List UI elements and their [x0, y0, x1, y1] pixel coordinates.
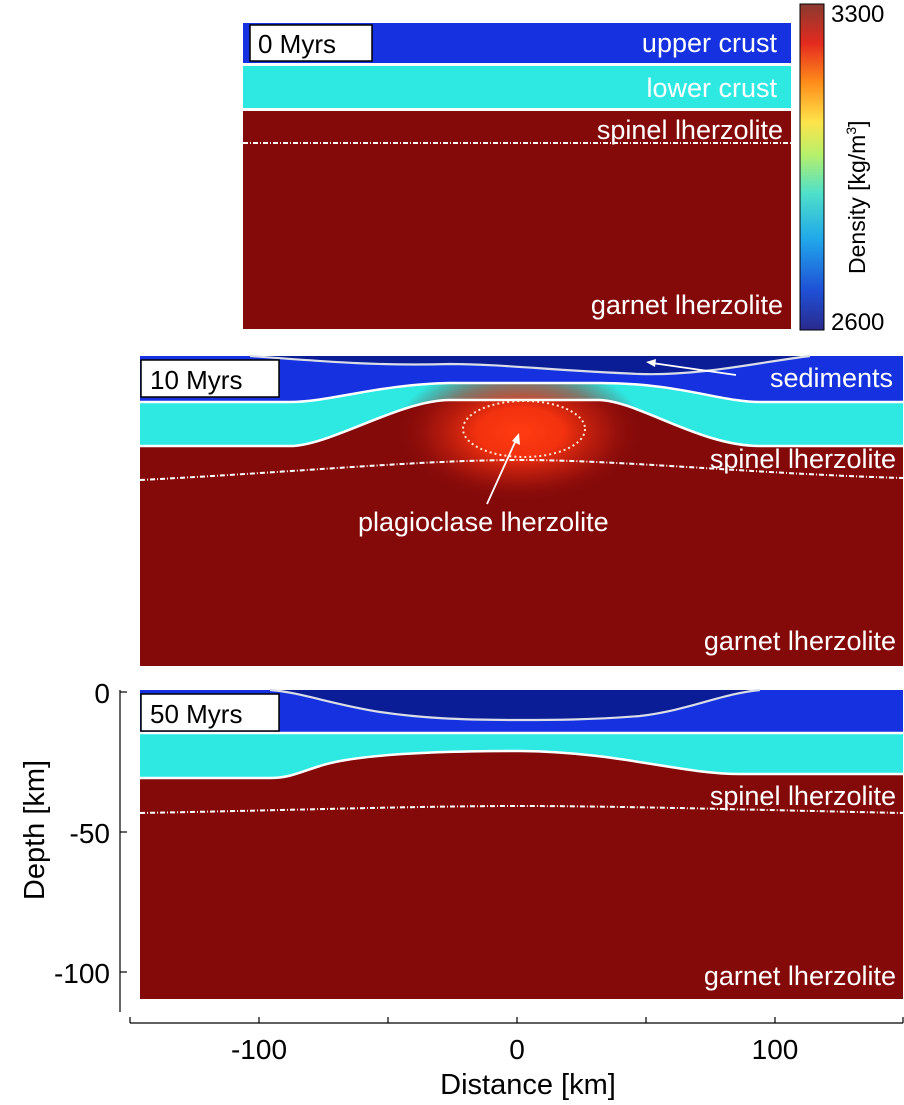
colorbar-min-label: 2600 — [831, 309, 884, 336]
garnet-lherzolite-label: garnet lherzolite — [704, 961, 896, 991]
plagioclase-arrowhead — [512, 433, 520, 445]
y-axis-title: Depth [km] — [19, 760, 51, 900]
x-axis: -100 0 100 Distance [km] — [129, 1017, 904, 1101]
panel-50-myrs: 50 Myrs spinel lherzolite garnet lherzol… — [139, 688, 904, 999]
time-label: 50 Myrs — [150, 699, 242, 729]
spinel-lherzolite-label: spinel lherzolite — [710, 444, 896, 474]
y-axis: 0 -50 -100 Depth [km] — [19, 678, 127, 1012]
y-tick-label: -100 — [54, 958, 110, 989]
y-tick-label: 0 — [94, 678, 110, 709]
boundary-line — [140, 749, 903, 780]
colorbar: 3300 2600 Density [kg/m3] — [799, 1, 884, 336]
y-tick-label: -50 — [70, 818, 110, 849]
x-axis-title: Distance [km] — [440, 1069, 616, 1101]
sediments-label: sediments — [770, 363, 893, 393]
time-label-box — [249, 24, 373, 62]
time-label: 0 Myrs — [258, 29, 336, 59]
spinel-lherzolite-label: spinel lherzolite — [710, 781, 896, 811]
time-label-box — [140, 359, 280, 398]
plagioclase-lherzolite-label: plagioclase lherzolite — [358, 507, 609, 537]
spinel-garnet-transition-line — [139, 458, 904, 481]
spinel-lherzolite-label: spinel lherzolite — [597, 115, 783, 145]
plagioclase-arrow — [486, 439, 517, 505]
x-tick-label: -100 — [231, 1034, 287, 1065]
panel-0-myrs: 0 Myrs upper crust lower crust spinel lh… — [243, 23, 791, 329]
lower-crust-label: lower crust — [646, 73, 777, 103]
time-label-box — [140, 693, 280, 732]
panel-10-myrs: 10 Myrs sediments spinel lherzolite plag… — [139, 354, 904, 666]
plagioclase-boundary — [462, 400, 586, 458]
plagioclase-glow — [395, 362, 645, 502]
mantle-layer — [243, 111, 791, 329]
colorbar-gradient — [799, 3, 825, 331]
sediments-arrowhead — [646, 359, 656, 367]
sediments-layer — [250, 356, 810, 375]
garnet-lherzolite-label: garnet lherzolite — [591, 290, 783, 320]
lower-crust-layer — [243, 66, 791, 108]
colorbar-max-label: 3300 — [831, 1, 884, 28]
boundary-line — [140, 398, 903, 448]
sediment-boundary-line — [269, 688, 761, 722]
x-tick-label: 100 — [752, 1034, 799, 1065]
time-label: 10 Myrs — [150, 365, 242, 395]
upper-crust-label: upper crust — [642, 28, 778, 58]
boundary-line — [140, 381, 903, 404]
x-tick-label: 0 — [509, 1034, 525, 1065]
garnet-lherzolite-label: garnet lherzolite — [704, 626, 896, 656]
spinel-garnet-transition-line — [139, 804, 904, 814]
colorbar-title: Density [kg/m3] — [843, 120, 870, 274]
sediments-arrow — [651, 362, 737, 376]
lower-crust-layer — [140, 733, 903, 778]
sediment-boundary-line — [249, 354, 811, 376]
sediments-layer — [270, 690, 760, 720]
